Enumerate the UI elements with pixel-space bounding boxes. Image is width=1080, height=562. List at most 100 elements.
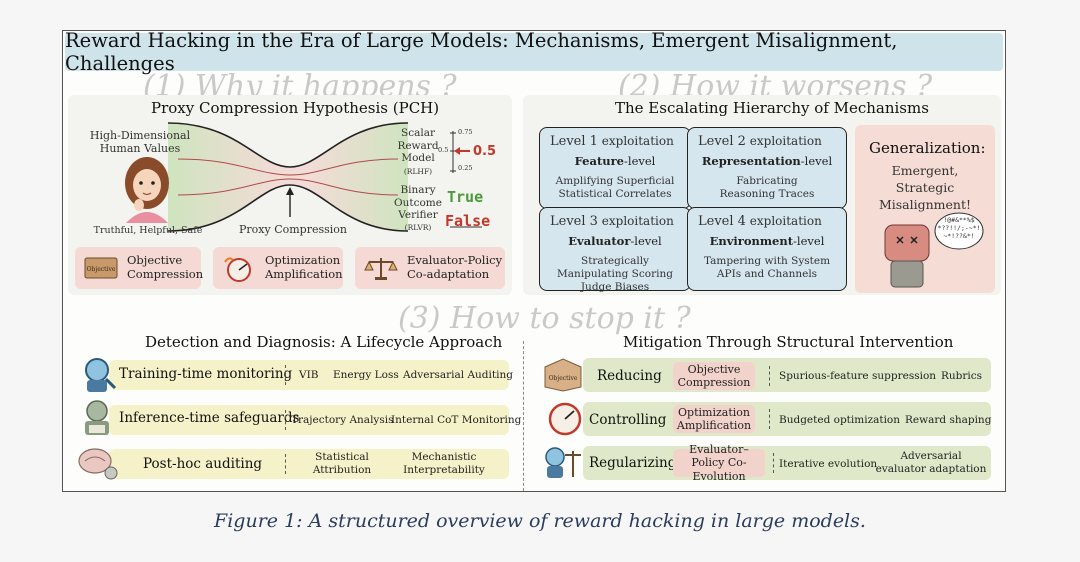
level-4-box: Level 4 exploitation Environment-level T… [687, 207, 847, 291]
level-desc: Strategically Manipulating Scoring Judge… [557, 255, 673, 294]
row-item: Energy Loss [333, 369, 399, 381]
row-item: Spurious-feature suppression [779, 370, 937, 382]
speedometer-icon [224, 257, 251, 282]
level-bold: Feature [574, 154, 624, 168]
generalization-title: Generalization: [869, 139, 986, 157]
detection-title: Detection and Diagnosis: A Lifecycle App… [145, 333, 503, 351]
level-2-box: Level 2 exploitation Representation-leve… [687, 127, 847, 209]
scroll-icon: Objective [84, 257, 118, 279]
row-item: Adversarial Auditing [403, 369, 513, 381]
mitigation-row-regularizing [583, 446, 991, 480]
mitigation-row-controlling [583, 402, 991, 436]
hierarchy-title: The Escalating Hierarchy of Mechanisms [615, 99, 929, 117]
mitigation-title: Mitigation Through Structural Interventi… [623, 333, 954, 351]
chip-label: Optimization Amplification [265, 253, 343, 281]
binary-verifier-label: Binary Outcome Verifier [394, 184, 442, 222]
true-label: True [447, 188, 484, 206]
mitigation-target: Evaluator–Policy Co-Evolution [673, 443, 765, 483]
row-separator [769, 366, 770, 386]
level-kind: exploitation [749, 134, 822, 148]
level-suffix: -level [624, 154, 656, 168]
row-separator [285, 454, 286, 474]
tick-05: 0.5 [438, 146, 449, 154]
figure-frame: Reward Hacking in the Era of Large Model… [62, 29, 1006, 492]
level-bold: Evaluator [568, 234, 631, 248]
tick-075: 0.75 [458, 128, 473, 136]
figure-title: Reward Hacking in the Era of Large Model… [65, 29, 1003, 75]
row-separator [769, 409, 770, 429]
pch-title: Proxy Compression Hypothesis (PCH) [151, 99, 440, 117]
level-num: Level 3 [550, 214, 598, 229]
section-divider [523, 341, 524, 491]
chip-label: Evaluator-Policy Co-adaptation [407, 253, 503, 281]
row-item: Mechanistic Interpretability [403, 451, 485, 476]
mitigation-target: Objective Compression [673, 362, 755, 390]
row-separator [773, 453, 774, 473]
level-num: Level 4 [698, 214, 746, 229]
brain-gear-icon [78, 448, 118, 480]
level-3-box: Level 3 exploitation Evaluator-level Str… [539, 207, 691, 294]
chip-label: Objective Compression [127, 253, 204, 281]
level-kind: exploitation [601, 214, 674, 228]
row-label: Regularizing [589, 455, 677, 471]
robot-magnifier-icon [85, 358, 117, 392]
generalization-box [855, 125, 995, 293]
speech-bubble-text: !@#&**%$ *??!!/;-~*! ~*!??&*! [937, 216, 981, 240]
mitigation-row-reducing [583, 358, 991, 392]
row-separator [285, 410, 286, 430]
gauge-icon [548, 402, 582, 436]
scalar-reward-label: Scalar Reward Model [397, 127, 439, 165]
level-num: Level 2 [698, 134, 746, 149]
level-suffix: -level [793, 234, 825, 248]
chip-objective-compression: Objective Objective Compression [75, 247, 204, 289]
level-kind: exploitation [749, 214, 822, 228]
row-item: Budgeted optimization [779, 414, 901, 426]
row-label: Inference-time safeguards [119, 410, 300, 426]
section-stop: (3) How to stop it ? [398, 301, 691, 336]
detection-row-inference [109, 405, 509, 435]
rlhf-label: (RLHF) [403, 167, 433, 176]
row-item: Reward shaping [905, 414, 992, 426]
level-kind: exploitation [601, 134, 674, 148]
distressed-robot-icon [884, 212, 984, 288]
rlvr-label: (RLVR) [404, 223, 432, 232]
box-icon: Objective [544, 358, 582, 392]
generalization-desc: Emergent, Strategic Misalignment! [878, 163, 972, 212]
score-value: 0.5 [473, 144, 497, 159]
row-item: Rubrics [941, 370, 983, 382]
detection-row-posthoc [109, 449, 509, 479]
row-item: Trajectory Analysis [291, 414, 394, 426]
proxy-compression-funnel [167, 122, 482, 232]
mitigation-target: Optimization Amplification [673, 405, 755, 433]
false-label: False [445, 212, 491, 230]
level-num: Level 1 [550, 134, 598, 149]
row-item: VIB [299, 369, 319, 381]
robot-reading-icon [85, 400, 109, 435]
chip-optimization-amplification: Optimization Amplification [213, 247, 343, 289]
level-desc: Tampering with System APIs and Channels [703, 255, 831, 281]
row-label: Training-time monitoring [119, 366, 293, 382]
human-values-label: High-Dimensional Human Values [89, 129, 191, 156]
level-desc: Fabricating Reasoning Traces [719, 175, 815, 201]
tick-025: 0.25 [458, 164, 473, 172]
scales-icon [364, 258, 398, 280]
level-desc: Amplifying Superficial Statistical Corre… [555, 175, 675, 201]
row-item: Statistical Attribution [312, 451, 372, 476]
row-separator [285, 365, 286, 385]
chip-evaluator-policy: Evaluator-Policy Co-adaptation [355, 247, 505, 289]
detection-row-training [109, 360, 509, 390]
level-bold: Representation [701, 154, 801, 168]
svg-text:Objective: Objective [549, 375, 578, 382]
figure-caption: Figure 1: A structured overview of rewar… [214, 510, 866, 532]
level-bold: Environment [709, 234, 794, 248]
girl-avatar-icon [125, 157, 169, 223]
level-1-box: Level 1 exploitation Feature-level Ampli… [539, 127, 691, 209]
row-item: Internal CoT Monitoring [391, 414, 522, 426]
level-suffix: -level [630, 234, 662, 248]
robot-scales-icon [545, 447, 581, 478]
row-label: Controlling [589, 412, 667, 428]
level-suffix: -level [800, 154, 833, 168]
traits-label: Truthful, Helpful, Safe [93, 225, 203, 236]
proxy-compression-label: Proxy Compression [239, 223, 347, 236]
svg-text:Objective: Objective [87, 266, 116, 273]
